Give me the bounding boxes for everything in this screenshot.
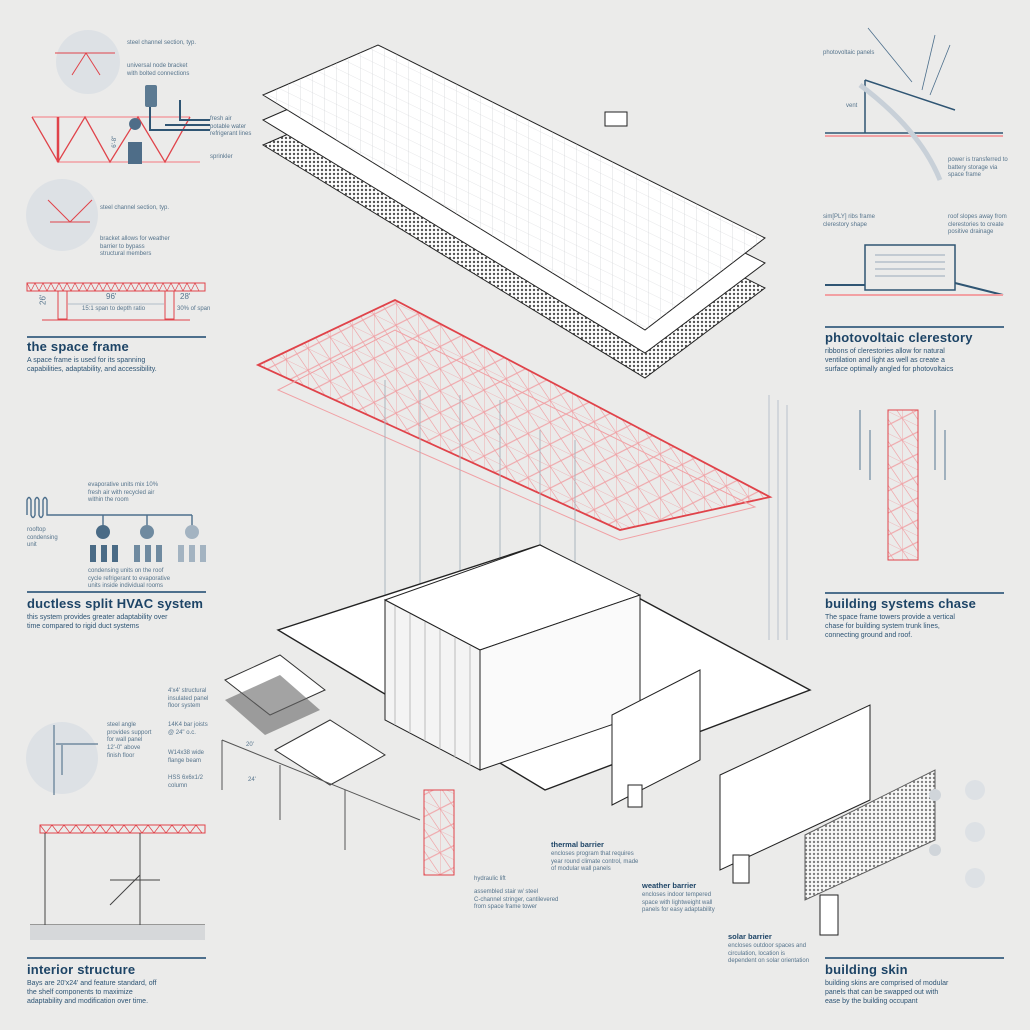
dim-span: 96' bbox=[106, 292, 117, 301]
interior-structure-detail bbox=[26, 722, 206, 940]
note-column: HSS 6x6x1/2 column bbox=[168, 775, 204, 789]
note-slope: roof slopes away from clerestories to cr… bbox=[948, 214, 1007, 235]
dim-cantilever: 28' bbox=[180, 292, 191, 301]
note-lift: hydraulic lift bbox=[474, 876, 506, 882]
note-services: fresh air potable water refrigerant line… bbox=[210, 116, 252, 137]
span-diagram bbox=[26, 282, 206, 321]
note-steel-angle: steel angle provides support for wall pa… bbox=[107, 722, 152, 743]
weather-barrier-title: weather barrier bbox=[642, 881, 697, 890]
dim-cantilever-pct: 30% of span bbox=[177, 306, 211, 312]
heading-chase: building systems chase bbox=[825, 596, 977, 611]
note-sip: 4'x4' structural insulated panel floor s… bbox=[168, 688, 209, 709]
text-interior: Bays are 20'x24' and feature standard, o… bbox=[27, 980, 157, 1005]
space-frame-detail bbox=[26, 30, 210, 251]
divider bbox=[825, 957, 1004, 959]
text-space-frame: A space frame is used for its spanning c… bbox=[27, 357, 157, 373]
divider bbox=[825, 326, 1004, 328]
note-power: power is transferred to battery storage … bbox=[948, 157, 1008, 178]
note-vent: vent bbox=[846, 103, 858, 109]
solar-barrier-title: solar barrier bbox=[728, 932, 772, 941]
skin-icons bbox=[929, 780, 985, 888]
heading-interior: interior structure bbox=[27, 962, 136, 977]
pv-section bbox=[825, 27, 1004, 296]
note-condensing: condensing units on the roof cycle refri… bbox=[88, 568, 171, 589]
thermal-barrier-title: thermal barrier bbox=[551, 840, 604, 849]
solar-barrier-text: encloses outdoor spaces and circulation,… bbox=[728, 943, 810, 964]
note-above-floor: 12'-0" above finish floor bbox=[107, 745, 141, 759]
dim-24: 24' bbox=[248, 777, 256, 783]
note-beam: W14x38 wide flange beam bbox=[168, 750, 205, 764]
dim-ratio: 15:1 span to depth ratio bbox=[82, 306, 146, 312]
text-hvac: this system provides greater adaptabilit… bbox=[27, 614, 168, 630]
chase-tower bbox=[768, 395, 946, 640]
note-height: 6'-8" bbox=[112, 135, 119, 148]
skin-panels bbox=[611, 669, 936, 936]
note-node-bracket: universal node bracket with bolted conne… bbox=[127, 63, 190, 77]
text-skin: building skins are comprised of modular … bbox=[825, 980, 949, 1005]
floor-system bbox=[221, 654, 421, 850]
note-bracket: bracket allows for weather barrier to by… bbox=[100, 236, 170, 257]
weather-barrier-text: encloses indoor tempered space with ligh… bbox=[642, 892, 715, 913]
note-ribs: sim[PLY] ribs frame clerestory shape bbox=[823, 214, 875, 228]
note-channel-top: steel channel section, typ. bbox=[127, 40, 197, 46]
heading-pv: photovoltaic clerestory bbox=[825, 330, 973, 345]
note-joists: 14K4 bar joists @ 24" o.c. bbox=[168, 722, 208, 736]
heading-space-frame: the space frame bbox=[27, 339, 129, 354]
roof-layers bbox=[261, 44, 766, 379]
heading-skin: building skin bbox=[825, 962, 908, 977]
heading-hvac: ductless split HVAC system bbox=[27, 596, 204, 611]
note-stair: assembled stair w/ steel C-channel strin… bbox=[474, 889, 559, 910]
dim-20: 20' bbox=[246, 742, 254, 748]
divider bbox=[27, 591, 206, 593]
text-pv: ribbons of clerestories allow for natura… bbox=[825, 348, 954, 373]
thermal-barrier-text: encloses program that requires year roun… bbox=[551, 851, 639, 872]
note-sprinkler: sprinkler bbox=[210, 154, 233, 160]
text-chase: The space frame towers provide a vertica… bbox=[825, 614, 955, 639]
hvac-diagram bbox=[26, 496, 206, 562]
dim-depth: 26' bbox=[38, 294, 48, 305]
red-space-frame bbox=[255, 298, 773, 650]
divider bbox=[27, 957, 206, 959]
note-pv-panels: photovoltaic panels bbox=[823, 50, 875, 56]
note-rooftop: rooftop condensing unit bbox=[27, 527, 58, 548]
divider bbox=[27, 336, 206, 338]
note-evaporative: evaporative units mix 10% fresh air with… bbox=[88, 482, 159, 503]
divider bbox=[825, 592, 1004, 594]
note-channel-bottom: steel channel section, typ. bbox=[100, 205, 170, 211]
